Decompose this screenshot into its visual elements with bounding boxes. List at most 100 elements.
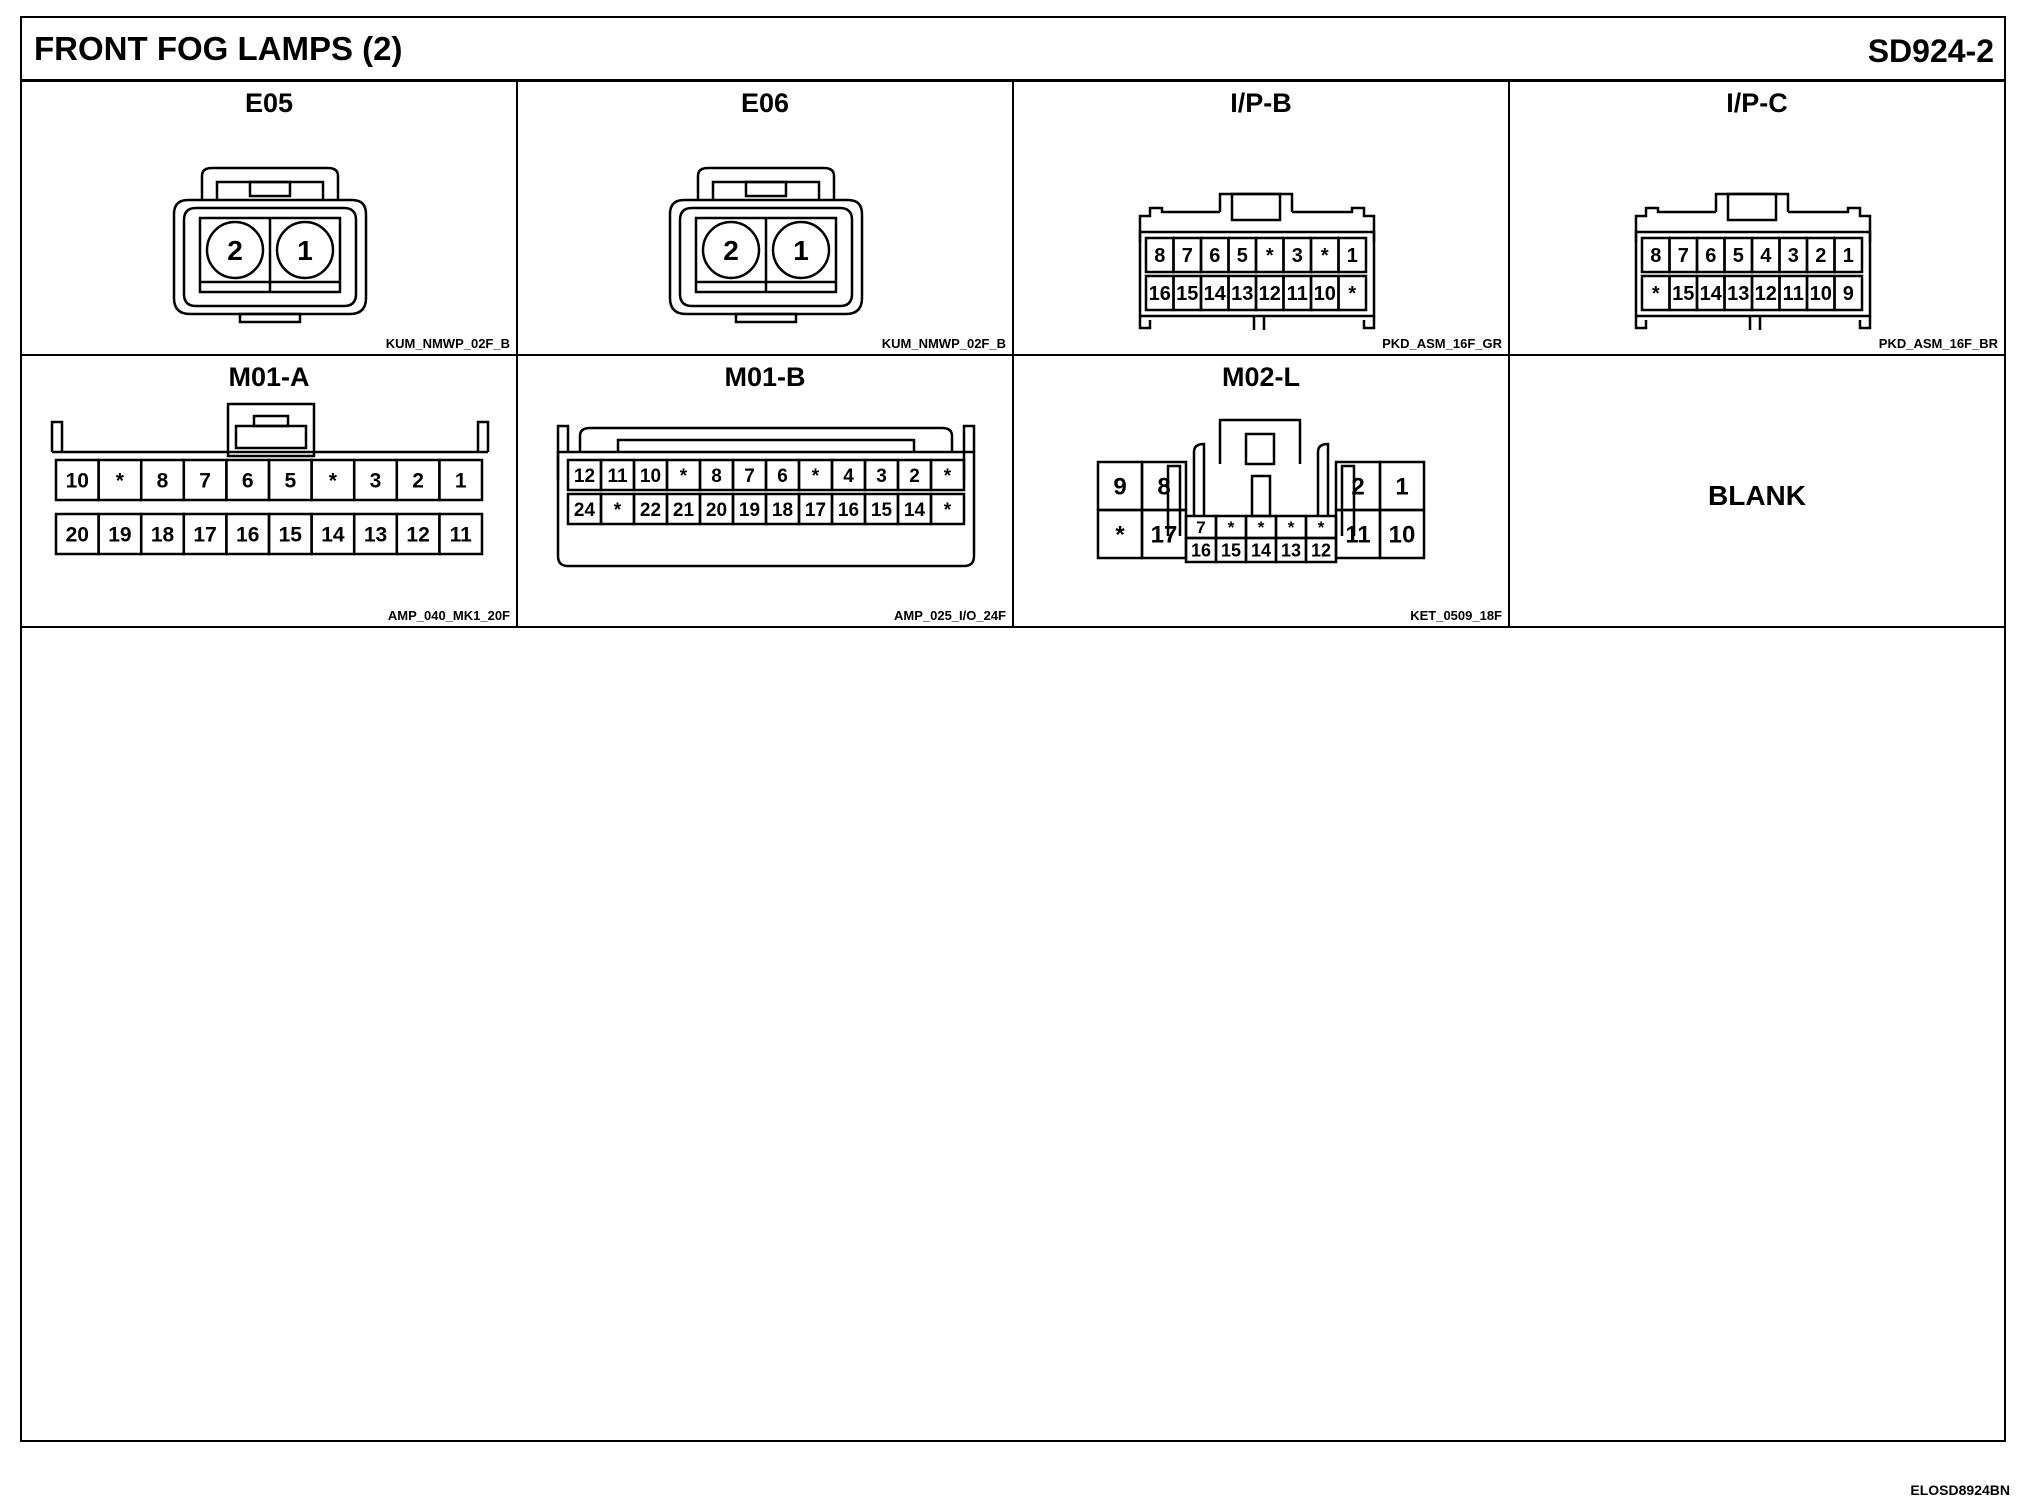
pin-cell: 8: [1144, 236, 1175, 274]
connector-m02-l-housing: [1166, 418, 1356, 536]
connector-e06-drawing: 2 1: [668, 166, 864, 324]
pin-label: *: [1258, 518, 1265, 537]
pin-cell: 7: [1172, 236, 1203, 274]
pin-cell: 8: [1640, 236, 1671, 274]
pin-label: 6: [777, 466, 788, 487]
pin-cell: 9: [1096, 460, 1144, 512]
pin-label: 16: [838, 500, 859, 521]
connector-ip-b-housing: [1138, 192, 1376, 330]
pin-label: *: [812, 466, 820, 487]
pin-box: [1337, 236, 1368, 274]
pin-cell: *: [1309, 236, 1340, 274]
pin-label: 15: [1672, 283, 1694, 305]
pin-cell: 4: [1750, 236, 1781, 274]
pin-cell: 6: [225, 458, 271, 502]
pin-cell: 12: [395, 512, 441, 556]
connector-e05-housing: [172, 166, 368, 324]
pin-cell: 8: [698, 458, 735, 492]
pin-cell: 7: [731, 458, 768, 492]
pin-label: 14: [1251, 540, 1271, 560]
connector-e06-pin-1: 2: [701, 220, 761, 280]
connector-name: M01-B: [724, 362, 806, 392]
connector-part-number: PKD_ASM_16F_BR: [1878, 336, 1998, 351]
pin-label: 1: [297, 235, 313, 266]
pin-cell: 14: [1244, 536, 1278, 564]
pin-cell: 12: [566, 458, 603, 492]
connector-part-number: AMP_040_MK1_20F: [387, 608, 510, 623]
connector-name: I/P-C: [1726, 88, 1788, 118]
pin-label: 1: [1347, 245, 1358, 267]
pin-label: 13: [364, 524, 387, 547]
pin-cell: 10: [54, 458, 100, 502]
pin-label: 16: [1191, 540, 1211, 560]
pin-cell: 14: [1199, 274, 1230, 312]
pin-label: 7: [1678, 245, 1689, 267]
pin-cell: *: [1096, 508, 1144, 560]
pin-label: *: [329, 470, 338, 493]
pin-cell: 8: [139, 458, 186, 502]
pin-cell: 6: [764, 458, 801, 492]
pin-cell: 11: [438, 512, 484, 556]
pin-label: 19: [108, 524, 131, 547]
pin-cell: 17: [182, 512, 228, 556]
pin-cell: 19: [97, 512, 143, 556]
connector-part-number: KUM_NMWP_02F_B: [385, 336, 510, 351]
pin-label: 15: [279, 524, 303, 547]
pin-label: 8: [711, 466, 722, 487]
pin-cell: 6: [1199, 236, 1230, 274]
pin-label: 11: [450, 524, 473, 547]
pin-cell: *: [1274, 514, 1308, 540]
pin-cell: 2: [896, 458, 933, 492]
pin-cell: 14: [1695, 274, 1726, 312]
pin-label: 9: [1113, 474, 1126, 501]
pin-cell: 20: [54, 512, 100, 556]
pin-label: 12: [1311, 540, 1331, 560]
pin-cell: *: [1640, 274, 1671, 312]
pin-label: 10: [640, 466, 661, 487]
pin-cell: 10: [1378, 508, 1426, 560]
pin-cell: 6: [1695, 236, 1726, 274]
pin-cell: *: [1214, 514, 1248, 540]
pin-label: 16: [1149, 283, 1171, 305]
pin-label: 2: [227, 235, 243, 266]
pin-cell: 3: [1778, 236, 1809, 274]
pin-label: 2: [412, 470, 424, 493]
pin-label: 20: [66, 524, 89, 547]
connector-name: E06: [740, 88, 790, 118]
page-title: FRONT FOG LAMPS (2): [34, 30, 403, 67]
pin-cell: *: [599, 492, 636, 526]
pin-cell: *: [1244, 514, 1278, 540]
pin-box: [929, 492, 966, 526]
pin-cell: 7: [1668, 236, 1699, 274]
pin-label: 10: [1389, 522, 1416, 549]
pin-label: *: [680, 466, 688, 487]
pin-label: *: [1348, 283, 1356, 305]
pin-label: 22: [640, 500, 661, 521]
pin-label: *: [944, 500, 952, 521]
pin-label: 13: [1281, 540, 1301, 560]
pin-cell: 5: [1227, 236, 1258, 274]
connector-part-number: KET_0509_18F: [1410, 608, 1502, 623]
pin-label: *: [1288, 518, 1295, 537]
connector-m01-a-housing: [50, 402, 490, 458]
pin-label: 14: [1700, 283, 1723, 305]
pin-cell: 13: [352, 512, 399, 556]
connector-ip-c-housing: [1634, 192, 1872, 330]
pin-cell: 13: [1723, 274, 1754, 312]
pin-label: 20: [706, 500, 727, 521]
pin-cell: *: [310, 458, 356, 502]
pin-label: 18: [151, 524, 175, 547]
pin-label: 14: [1204, 283, 1227, 305]
pin-cell: 4: [830, 458, 867, 492]
pin-cell: 15: [1668, 274, 1699, 312]
pin-label: 2: [723, 235, 739, 266]
pin-cell: 21: [665, 492, 702, 526]
pin-label: *: [1318, 518, 1325, 537]
pin-box: [1337, 274, 1368, 312]
header-bar: FRONT FOG LAMPS (2) SD924-2: [22, 18, 2004, 82]
